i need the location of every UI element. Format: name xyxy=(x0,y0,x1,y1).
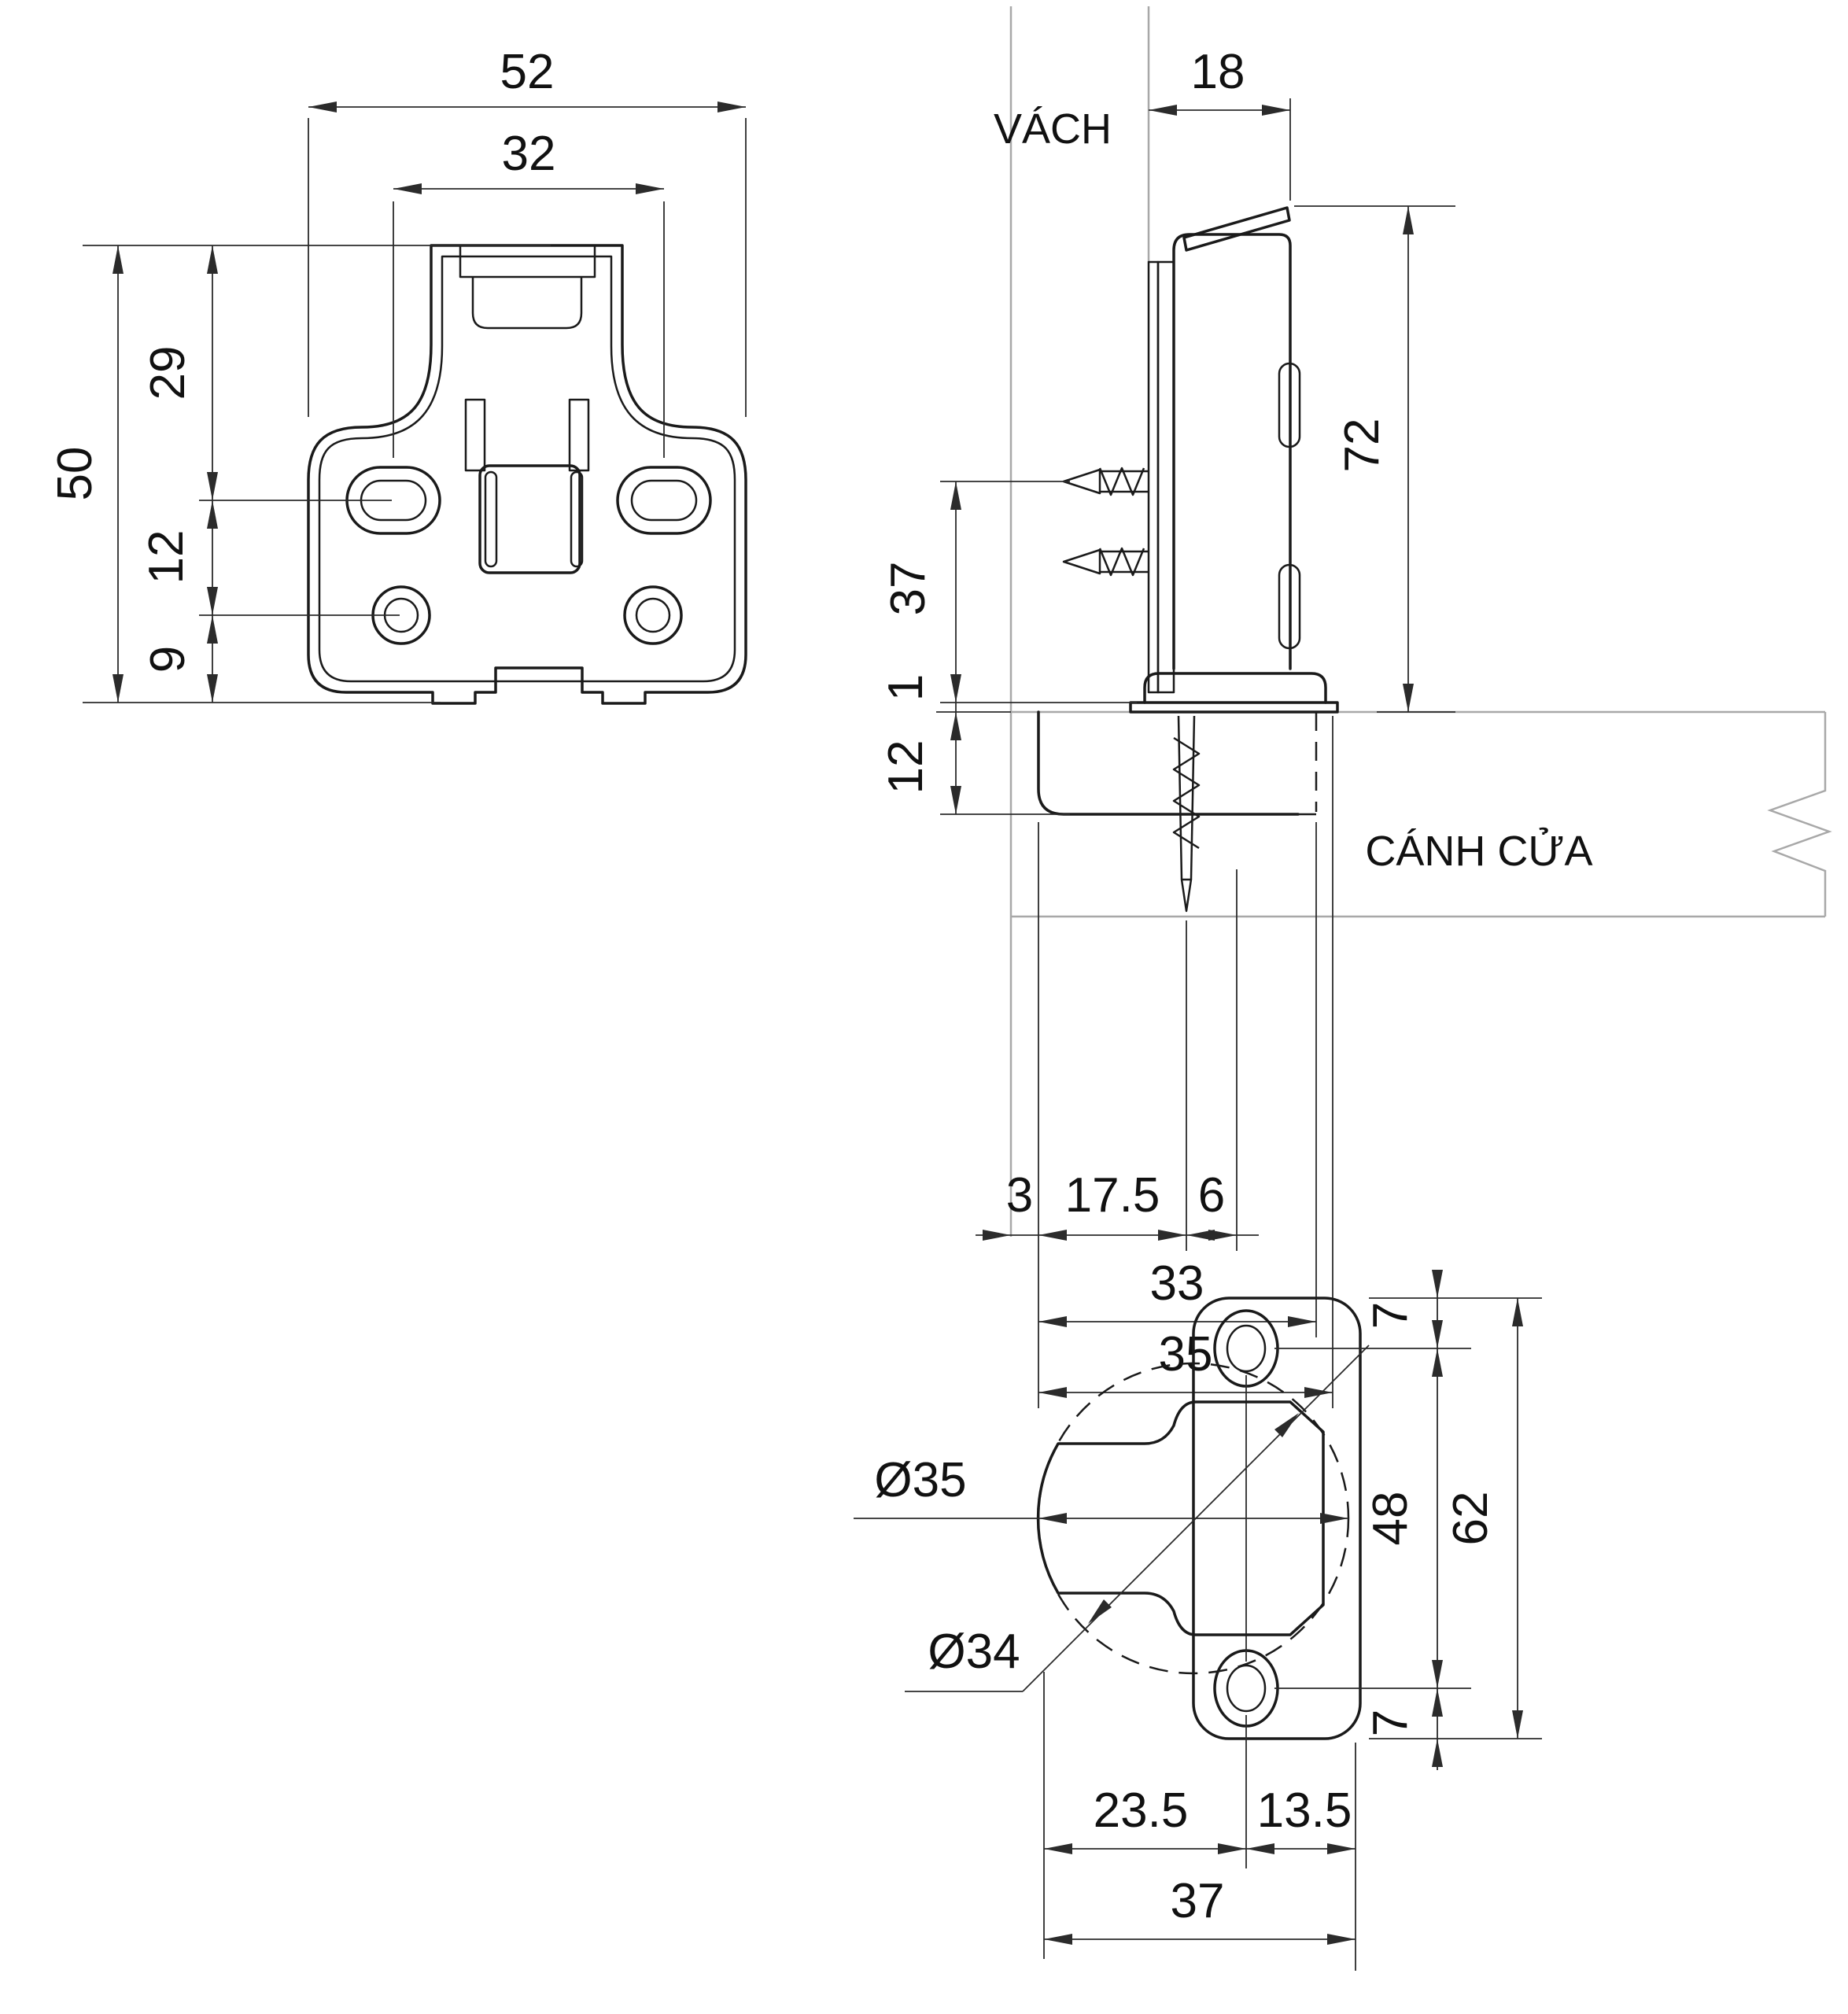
front-view: 52 32 50 29 12 9 xyxy=(48,45,747,705)
dim-plate-height: 62 xyxy=(1444,1492,1498,1546)
cup-silhouette xyxy=(1036,1400,1325,1636)
dim-cup-to-screw: 17.5 xyxy=(1065,1168,1160,1223)
mid-plate xyxy=(1156,260,1175,694)
dim-outer-width: 52 xyxy=(500,45,555,99)
arm-slot-lower xyxy=(1278,563,1301,650)
plate-outline xyxy=(307,244,747,705)
dim-gap: 1 xyxy=(879,674,933,701)
dim-left-to-screw: 23.5 xyxy=(1094,1783,1189,1838)
dim-total-height: 50 xyxy=(48,447,102,501)
dim-cup-depth: 12 xyxy=(879,740,933,795)
bottom-view: Ø35 Ø34 7 48 7 62 xyxy=(854,1270,1542,1971)
dim-screw-to-bracket: 37 xyxy=(881,562,935,616)
catch-lower xyxy=(471,277,583,330)
slot-right-inner xyxy=(630,479,698,522)
dim-slot-spacing: 32 xyxy=(502,127,556,181)
flange-hole-bottom-inner xyxy=(1226,1664,1267,1713)
center-hole-tab-right xyxy=(570,470,584,568)
dim-plate-width: 37 xyxy=(1171,1874,1225,1928)
center-hole-tab-left xyxy=(484,470,498,568)
hinge-arm xyxy=(1172,233,1292,670)
side-dimensions: 18 72 37 1 12 xyxy=(879,45,1455,1408)
cup-brim xyxy=(1129,701,1339,714)
bottom-bottom-dimensions: 23.5 13.5 37 xyxy=(1043,1672,1356,1971)
dim-wall-to-cup: 3 xyxy=(1006,1168,1033,1223)
dim-screw-to-right: 13.5 xyxy=(1257,1783,1352,1838)
flange-hole-top-inner xyxy=(1226,1324,1267,1373)
door-label: CÁNH CỬA xyxy=(1365,828,1592,875)
release-lever xyxy=(1182,206,1291,252)
dim-hole-spacing: 48 xyxy=(1363,1492,1418,1546)
dim-cup-diameter: Ø34 xyxy=(928,1625,1020,1679)
hole-right-inner xyxy=(635,597,671,633)
dim-bottom-hole-inset: 7 xyxy=(1363,1710,1418,1736)
dim-drill-diameter: Ø35 xyxy=(874,1453,966,1507)
dim-total-height: 72 xyxy=(1335,419,1389,473)
wall-screw-lower xyxy=(1062,547,1149,577)
center-hole xyxy=(478,464,581,574)
dim-cup-width: 33 xyxy=(1150,1256,1204,1311)
side-view: VÁCH CÁNH CỬA xyxy=(879,6,1832,1408)
wall-label: VÁCH xyxy=(994,105,1112,153)
hole-right-outer xyxy=(623,585,683,645)
bottom-right-dimensions: 7 48 7 62 xyxy=(1274,1270,1542,1770)
dim-hole-to-bottom: 9 xyxy=(141,646,195,673)
front-dimensions: 52 32 50 29 12 9 xyxy=(48,45,747,703)
cup-cap xyxy=(1143,672,1327,704)
dim-slot-to-hole: 12 xyxy=(139,530,194,585)
arm-slot-upper xyxy=(1278,362,1301,448)
cup-screw xyxy=(1172,715,1201,913)
cup-body xyxy=(1037,710,1300,816)
slot-right-outer xyxy=(616,466,712,535)
door-break xyxy=(1767,712,1832,917)
wall-screw-upper xyxy=(1062,467,1149,496)
prong-left xyxy=(464,398,486,472)
plate-inner-outline xyxy=(318,255,736,683)
flange-hole-bottom-outer xyxy=(1213,1649,1279,1728)
dim-top-hole-inset: 7 xyxy=(1363,1302,1418,1329)
dim-arm-depth: 18 xyxy=(1191,45,1245,99)
dim-screw-offset: 6 xyxy=(1198,1168,1225,1223)
catch-upper xyxy=(459,244,596,278)
dim-top-to-slot: 29 xyxy=(141,346,195,400)
back-plate xyxy=(1147,260,1160,694)
dim-flange-width: 35 xyxy=(1159,1327,1213,1381)
prong-right xyxy=(568,398,590,472)
